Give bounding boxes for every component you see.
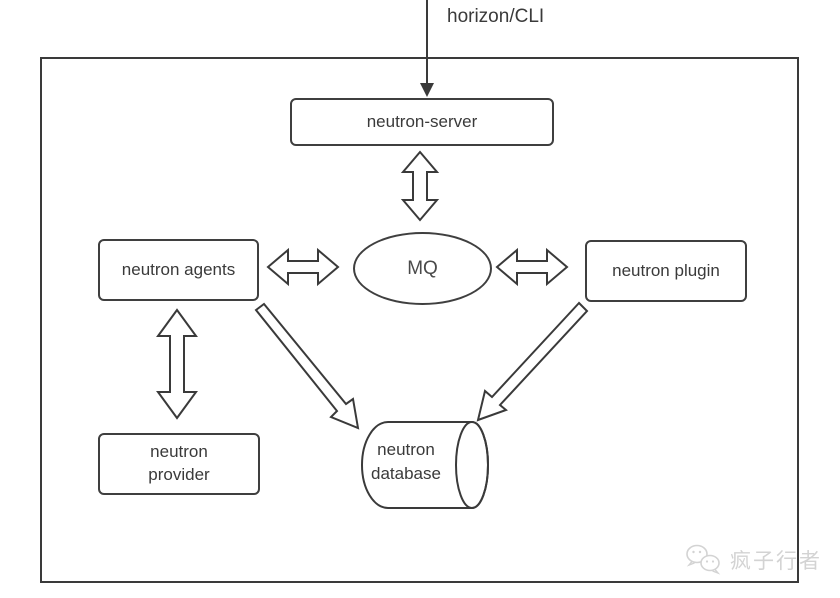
node-mq: MQ: [353, 232, 492, 305]
node-neutron-plugin: neutron plugin: [585, 240, 747, 302]
diagram-frame: [40, 57, 799, 583]
horizon-cli-label: horizon/CLI: [447, 6, 545, 27]
node-neutron-database-label: neutron database: [371, 440, 441, 483]
wechat-icon: [686, 544, 721, 575]
watermark-text: 疯子行者: [730, 550, 822, 573]
watermark: 疯子行者: [684, 543, 822, 577]
node-neutron-provider: neutron provider: [98, 433, 260, 495]
node-neutron-agents: neutron agents: [98, 239, 259, 301]
node-neutron-server: neutron-server: [290, 98, 554, 146]
